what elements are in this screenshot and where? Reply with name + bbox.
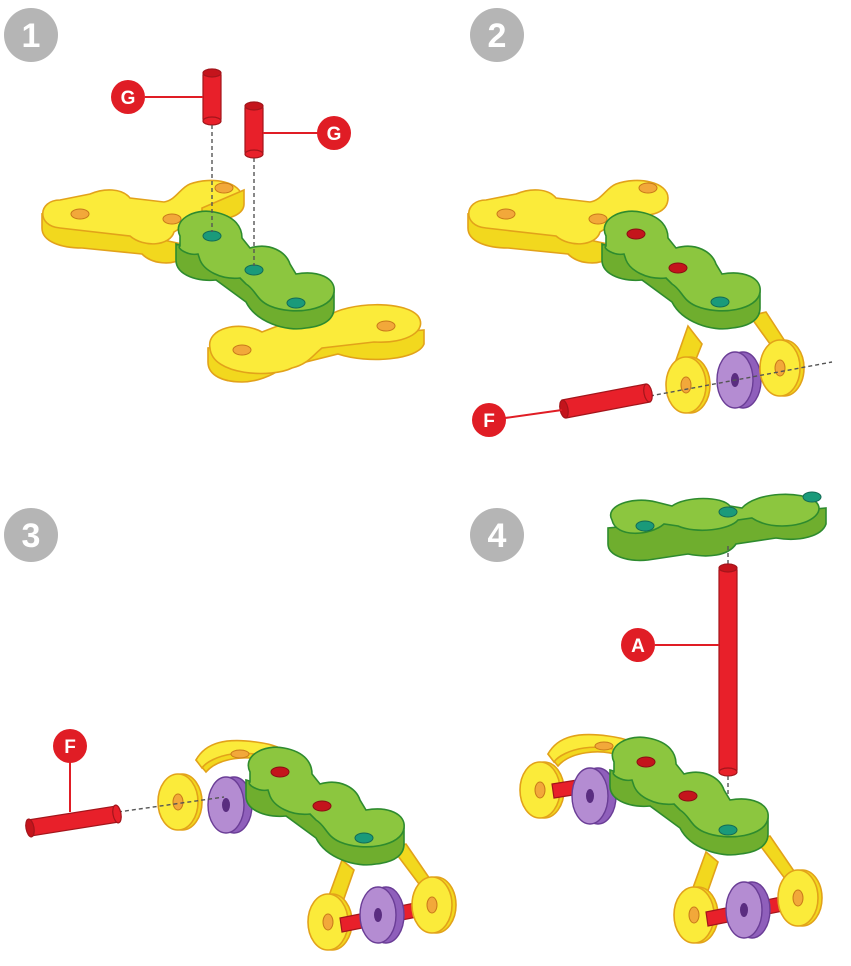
step-3-badge [4,508,58,562]
wheel-right-front [411,876,457,934]
step-1-number: 1 [22,17,41,55]
part-label-f [472,403,506,437]
part-label-g-right-text: G [327,124,342,145]
wheel-purple-front [725,881,771,939]
green-bar-top [607,491,827,562]
yellow-frame-lower [207,303,425,383]
guide-line [117,796,225,813]
green-link [175,210,335,330]
green-link [609,736,769,856]
axle-f [25,804,122,838]
yellow-frame-upper [467,179,669,264]
part-label-g-left-text: G [121,88,136,109]
step-1-panel: 1 [4,8,425,383]
leader-line [504,409,563,419]
yellow-frame-upper [41,179,245,264]
wheel-left [665,356,711,414]
pin-g-left [202,68,222,126]
step-2-panel: 2 F [467,8,833,437]
green-link [245,746,405,866]
wheel-purple-front [359,886,405,944]
step-3-panel: 3 F [4,508,457,951]
step-2-number: 2 [488,17,507,55]
guide-line [649,361,833,397]
part-label-a [621,628,655,662]
step-4-panel: 4 A [470,491,827,944]
part-label-g-left [111,80,145,114]
part-label-g-right [317,116,351,150]
pin-g-right [244,101,264,159]
part-label-f [53,729,87,763]
wheel-left [157,773,203,831]
step-4-badge [470,508,524,562]
axle-f [559,383,653,419]
step-4-number: 4 [488,517,507,555]
wheel-right-front [777,869,823,927]
part-label-a-text: A [631,636,645,657]
part-label-f-text: F [64,737,76,758]
step-2-badge [470,8,524,62]
green-link [601,210,761,330]
step-1-badge [4,8,58,62]
part-label-f-text: F [483,411,495,432]
rod-a [718,563,738,777]
step-3-number: 3 [22,517,41,555]
wheel-purple [716,351,762,409]
